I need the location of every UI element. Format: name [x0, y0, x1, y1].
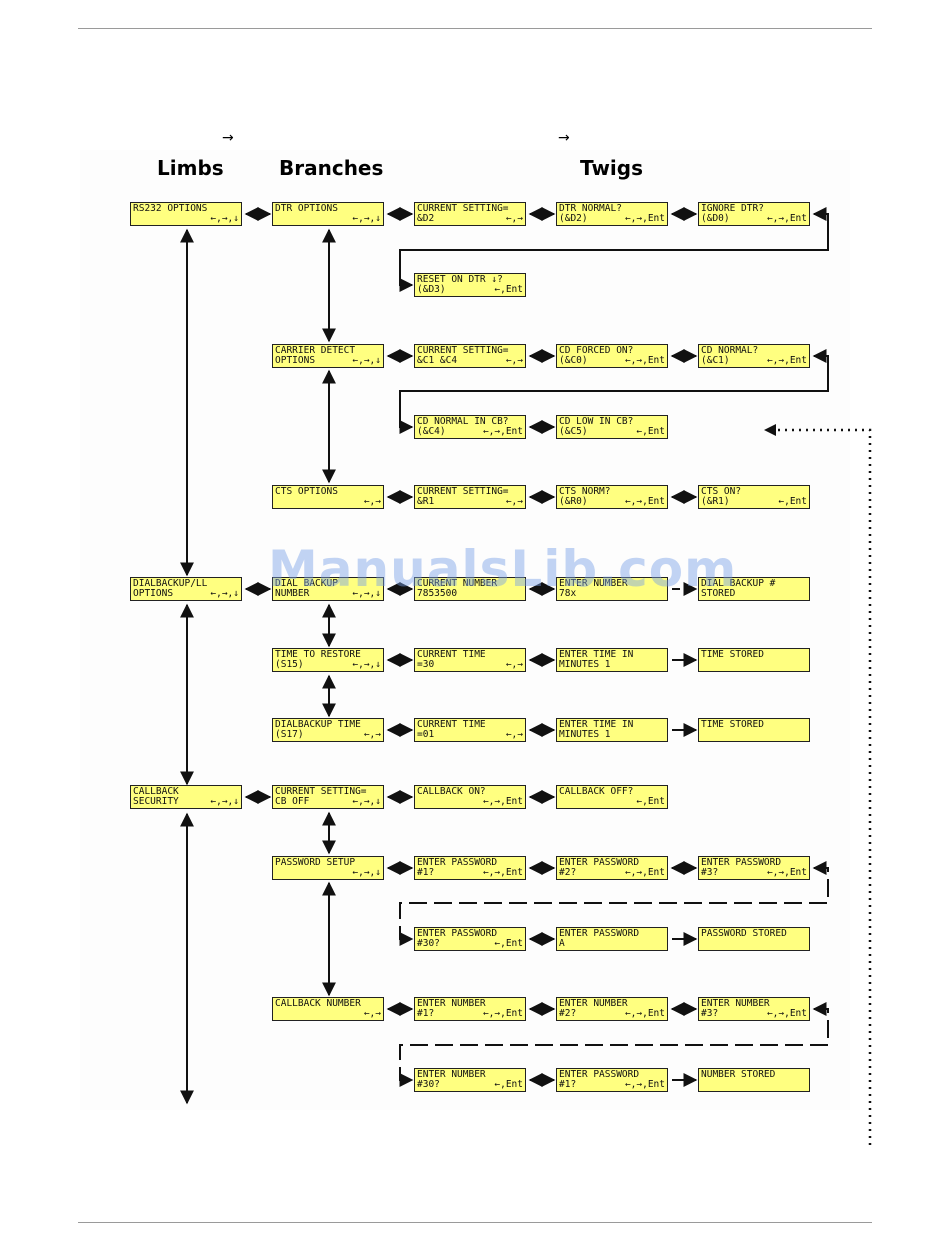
- branch-password-setup: PASSWORD SETUP←,→,↓: [272, 856, 384, 880]
- header-arrow-2: →: [558, 130, 570, 146]
- branch-dtr-options: DTR OPTIONS←,→,↓: [272, 202, 384, 226]
- twig-enter-password-30: ENTER PASSWORD#30?←,Ent: [414, 927, 526, 951]
- twig-enter-password-1: ENTER PASSWORD#1?←,→,Ent: [414, 856, 526, 880]
- top-rule: [78, 28, 872, 29]
- twig-cd-normal: CD NORMAL?(&C1)←,→,Ent: [698, 344, 810, 368]
- branch-time-to-restore: TIME TO RESTORE(S15)←,→,↓: [272, 648, 384, 672]
- twig-enter-number-3: ENTER NUMBER#3?←,→,Ent: [698, 997, 810, 1021]
- twig-dial-backup-stored: DIAL BACKUP #STORED: [698, 577, 810, 601]
- twig-reset-on-dtr: RESET ON DTR ↓?(&D3)←,Ent: [414, 273, 526, 297]
- twig-number-stored: NUMBER STORED: [698, 1068, 810, 1092]
- twig-cd-low-in-cb: CD LOW IN CB?(&C5)←,Ent: [556, 415, 668, 439]
- branch-dialbackup-time: DIALBACKUP TIME(S17)←,→: [272, 718, 384, 742]
- twig-enter-number-1: ENTER NUMBER#1?←,→,Ent: [414, 997, 526, 1021]
- link-dtr-wrap: [399, 207, 829, 292]
- link-num-wrap: [399, 1002, 829, 1087]
- limb-rs232-options: RS232 OPTIONS←,→,↓: [130, 202, 242, 226]
- link-dotted-return: [776, 428, 872, 1145]
- link-pw-wrap: [399, 861, 829, 946]
- twig-cd-current-setting: CURRENT SETTING=&C1 &C4←,→: [414, 344, 526, 368]
- link-cd-wrap: [399, 349, 829, 434]
- header-arrow-1: →: [222, 130, 234, 146]
- twig-dtr-normal: DTR NORMAL?(&D2)←,→,Ent: [556, 202, 668, 226]
- twig-enter-number-2: ENTER NUMBER#2?←,→,Ent: [556, 997, 668, 1021]
- twig-enter-password-2: ENTER PASSWORD#2?←,→,Ent: [556, 856, 668, 880]
- branch-callback-number: CALLBACK NUMBER←,→: [272, 997, 384, 1021]
- twig-cd-forced-on: CD FORCED ON?(&C0)←,→,Ent: [556, 344, 668, 368]
- twig-restore-current-time: CURRENT TIME=30←,→: [414, 648, 526, 672]
- branch-cts-options: CTS OPTIONS←,→: [272, 485, 384, 509]
- twig-enter-password-3: ENTER PASSWORD#3?←,→,Ent: [698, 856, 810, 880]
- twig-dbtime-current-time: CURRENT TIME=01←,→: [414, 718, 526, 742]
- bottom-rule: [78, 1222, 872, 1223]
- twig-number-enter-password-1: ENTER PASSWORD#1?←,→,Ent: [556, 1068, 668, 1092]
- twig-cts-norm: CTS NORM?(&R0)←,→,Ent: [556, 485, 668, 509]
- column-heading-branches: Branches: [279, 156, 384, 180]
- branch-callback-current: CURRENT SETTING=CB OFF←,→,↓: [272, 785, 384, 809]
- twig-cd-normal-in-cb: CD NORMAL IN CB?(&C4)←,→,Ent: [414, 415, 526, 439]
- twig-enter-number-30: ENTER NUMBER#30?←,Ent: [414, 1068, 526, 1092]
- twig-dtr-current-setting: CURRENT SETTING=&D2←,→: [414, 202, 526, 226]
- twig-callback-off: CALLBACK OFF?←,Ent: [556, 785, 668, 809]
- twig-callback-on: CALLBACK ON?←,→,Ent: [414, 785, 526, 809]
- twig-dbtime-time-stored: TIME STORED: [698, 718, 810, 742]
- twig-restore-time-stored: TIME STORED: [698, 648, 810, 672]
- twig-password-stored: PASSWORD STORED: [698, 927, 810, 951]
- column-heading-limbs: Limbs: [157, 156, 224, 180]
- twig-ignore-dtr: IGNORE DTR?(&D0)←,→,Ent: [698, 202, 810, 226]
- twig-cts-current-setting: CURRENT SETTING=&R1←,→: [414, 485, 526, 509]
- dotted-return-arrowhead: [764, 424, 776, 436]
- twig-cts-on: CTS ON?(&R1)←,Ent: [698, 485, 810, 509]
- watermark-text: ManualsLib.com: [268, 540, 738, 598]
- column-heading-twigs: Twigs: [580, 156, 643, 180]
